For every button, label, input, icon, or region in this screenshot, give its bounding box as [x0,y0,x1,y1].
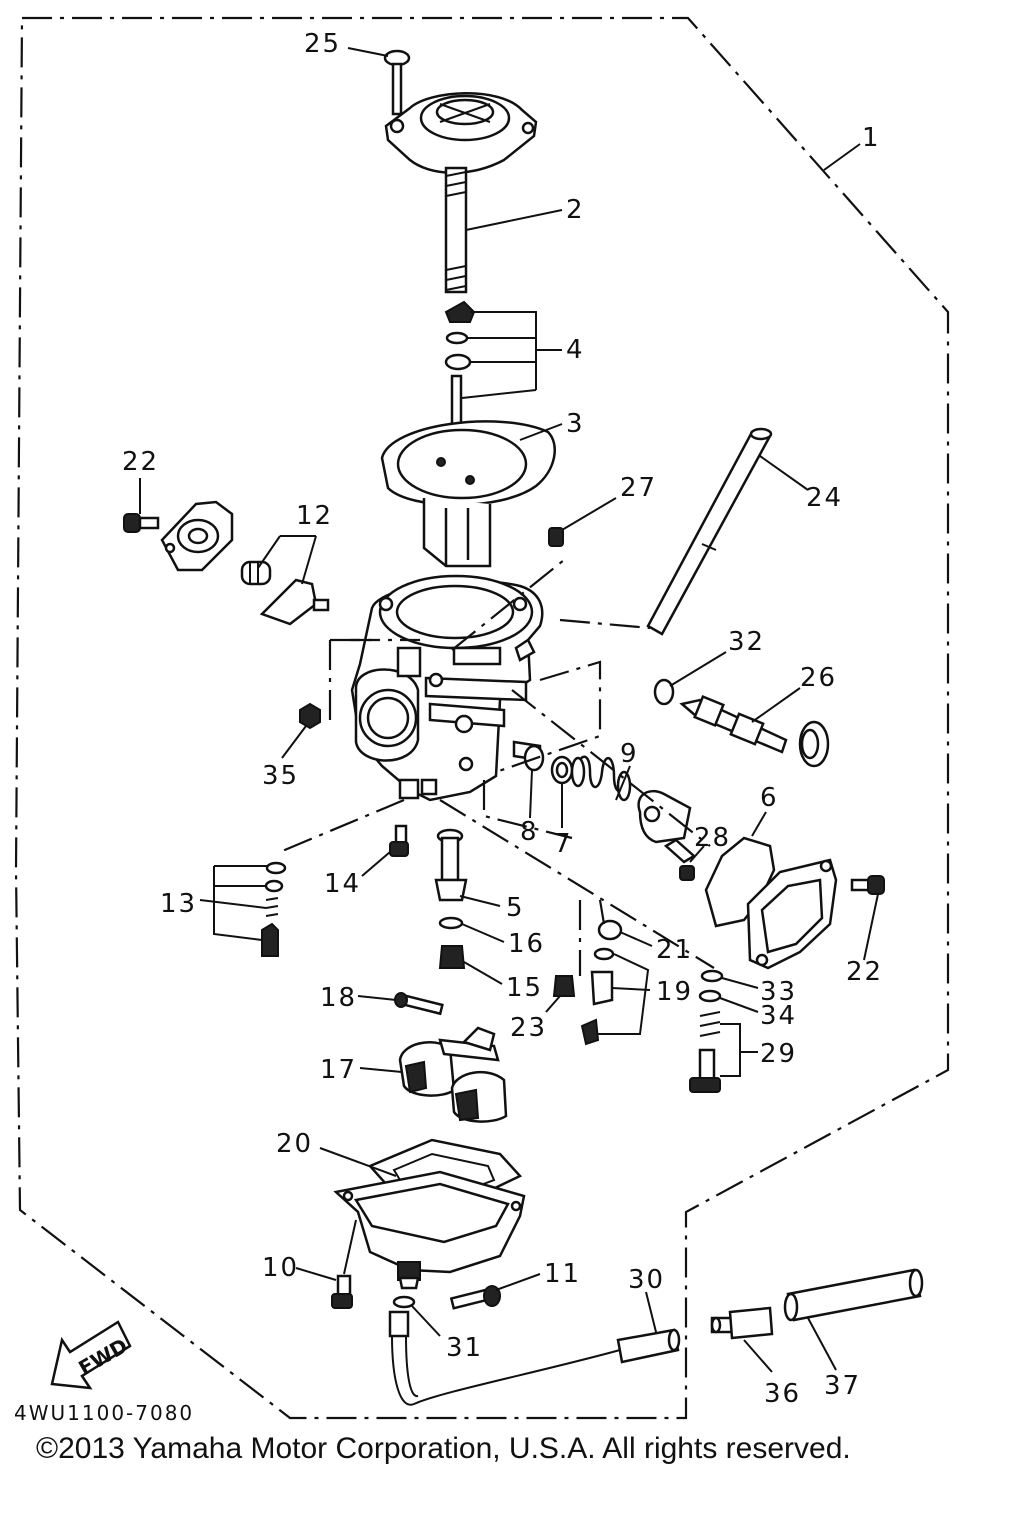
part-5-needle-jet [434,828,468,902]
part-15-main-jet [438,945,466,969]
callout-23: 23 [510,1013,547,1043]
part-28-lever [637,789,697,881]
callout-labels: 25 1 2 4 3 22 27 24 12 32 26 35 9 6 8 7 … [122,29,883,1409]
callout-29: 29 [760,1039,797,1069]
part-37-hose [783,1268,924,1322]
part-33-o-ring [700,969,724,983]
callout-24: 24 [806,483,843,513]
callout-25: 25 [304,29,341,59]
part-35-nut [299,702,321,730]
part-2-spring [444,166,468,294]
callout-20: 20 [276,1129,313,1159]
part-10-screw [331,1274,353,1309]
callout-8: 8 [520,817,539,847]
accelerator-pump-cover [160,500,234,572]
top-cover [384,92,538,174]
part-31-clip [392,1295,416,1309]
callout-27: 27 [620,473,657,503]
callout-31: 31 [446,1333,483,1363]
part-25-screw [383,49,411,116]
callout-14: 14 [324,869,361,899]
assembly-boundary [14,16,950,1420]
part-22-screw-left [123,513,160,533]
part-26-starter-plunger [679,695,830,768]
part-6-gasket [704,836,776,928]
side-cover-right [746,858,838,970]
callout-11: 11 [544,1259,581,1289]
drain-hose [388,1310,621,1406]
part-18-float-pin [394,992,444,1016]
callout-7: 7 [554,829,573,859]
float-bowl [333,1170,526,1290]
part-11-drain-screw [449,1285,501,1310]
part-36-joint [710,1306,774,1340]
callout-5: 5 [506,893,525,923]
part-12-pump-diaphragm [240,560,330,626]
callout-19: 19 [656,977,693,1007]
part-16-washer [438,916,464,930]
part-9-spring [570,755,632,802]
callout-16: 16 [508,929,545,959]
callout-34: 34 [760,1001,797,1031]
callout-18: 18 [320,983,357,1013]
callout-32: 32 [728,627,765,657]
callout-35: 35 [262,761,299,791]
part-27-plug [548,527,564,547]
part-3-diaphragm-piston [380,420,556,568]
part-32-o-ring [653,678,675,706]
callout-3: 3 [566,409,585,439]
callout-12: 12 [296,501,333,531]
callout-15: 15 [506,973,543,1003]
callout-36: 36 [764,1379,801,1409]
part-19-float-valve [580,947,615,1046]
fwd-arrow-icon: FWD [50,1320,132,1390]
part-30-hose [616,1328,681,1364]
callout-1: 1 [862,123,881,153]
callout-2: 2 [566,195,585,225]
part-24-rod [646,427,773,636]
callout-22-right: 22 [846,957,883,987]
part-7-seal [550,755,574,785]
leader-lines [139,47,879,1373]
callout-9: 9 [620,739,639,769]
part-34-washer [698,989,722,1003]
callout-28: 28 [694,823,731,853]
callout-22-left: 22 [122,447,159,477]
part-29-screw-set [689,1011,721,1093]
callout-13: 13 [160,889,197,919]
callout-6: 6 [760,783,779,813]
callout-26: 26 [800,663,837,693]
part-17-float [398,1026,508,1123]
callout-4: 4 [566,335,585,365]
part-22-screw-right [850,875,885,895]
part-13-pilot-screw-set [261,861,287,957]
callout-37: 37 [824,1371,861,1401]
callout-33: 33 [760,977,797,1007]
callout-30: 30 [628,1265,665,1295]
copyright-notice: ©2013 Yamaha Motor Corporation, U.S.A. A… [36,1432,851,1465]
part-23-jet [552,975,576,997]
part-14-screw [389,824,409,857]
diagram-code: 4WU1100-7080 [14,1401,194,1425]
callout-10: 10 [262,1253,299,1283]
callout-17: 17 [320,1055,357,1085]
callout-21: 21 [656,935,693,965]
part-21-plug [597,919,623,941]
